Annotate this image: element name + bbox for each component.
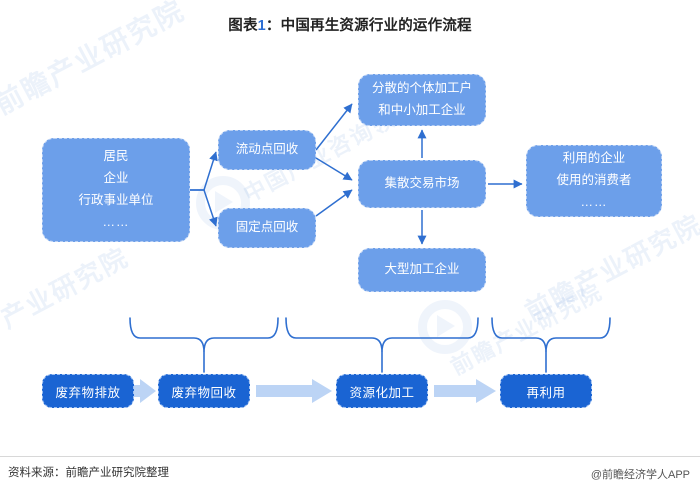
node-line: 和中小加工企业 [378,103,466,117]
brace-to-resource-processing [285,317,479,353]
node-end-users[interactable]: 利用的企业 使用的消费者 …… [526,145,662,217]
arrow-mobile-to-small [315,103,353,151]
node-line: 分散的个体加工户 [371,81,472,96]
node-trading-market[interactable]: 集散交易市场 [358,160,486,208]
page-title: 图表1：中国再生资源行业的运作流程 [0,14,700,35]
node-fixed-collection[interactable]: 固定点回收 [218,208,316,248]
node-mobile-collection[interactable]: 流动点回收 [218,130,316,170]
chain-step-waste-collection[interactable]: 废弃物回收 [158,374,250,408]
node-large-processors[interactable]: 大型加工企业 [358,248,486,292]
footer-divider [0,456,700,457]
brace-to-waste-collection [129,317,279,353]
block-arrow-2 [256,379,332,403]
chain-step-reuse[interactable]: 再利用 [500,374,592,408]
node-small-processors[interactable]: 分散的个体加工户 和中小加工企业 [358,74,486,126]
arrow-source-to-fixed [190,189,218,227]
chain-step-label: 废弃物回收 [171,385,237,400]
node-line: 企业 [103,171,129,186]
chain-step-label: 废弃物排放 [55,385,121,400]
title-text: ：中国再生资源行业的运作流程 [265,18,472,34]
arrow-source-to-mobile [190,151,218,191]
node-line: …… [580,194,608,209]
chain-step-resource-processing[interactable]: 资源化加工 [336,374,428,408]
node-line: …… [102,214,130,229]
node-line: 使用的消费者 [556,173,632,188]
arrow-mobile-to-market [315,157,353,181]
node-line: 利用的企业 [562,151,626,166]
node-label: 流动点回收 [235,142,299,157]
node-label: 大型加工企业 [384,262,460,277]
node-line: 居民 [103,149,129,164]
watermark: 前瞻产业研究院 [520,208,700,328]
chain-step-waste-discharge[interactable]: 废弃物排放 [42,374,134,408]
title-number: 1 [257,18,266,34]
title-prefix: 图表 [228,18,258,34]
app-attribution: @前瞻经济学人APP [590,469,690,481]
watermark: 产业研究院 [0,241,134,334]
brace-to-reuse [491,317,611,353]
chain-step-label: 资源化加工 [349,385,415,400]
block-arrow-3 [434,379,496,403]
arrow-fixed-to-market [315,189,353,217]
node-label: 固定点回收 [235,220,299,235]
node-line: 行政事业单位 [78,193,154,207]
watermark-logo-icon [418,300,472,354]
node-waste-sources[interactable]: 居民 企业 行政事业单位 …… [42,138,190,242]
source-note: 资料来源：前瞻产业研究院整理 [8,467,169,479]
chain-step-label: 再利用 [526,385,566,400]
node-label: 集散交易市场 [384,176,460,191]
